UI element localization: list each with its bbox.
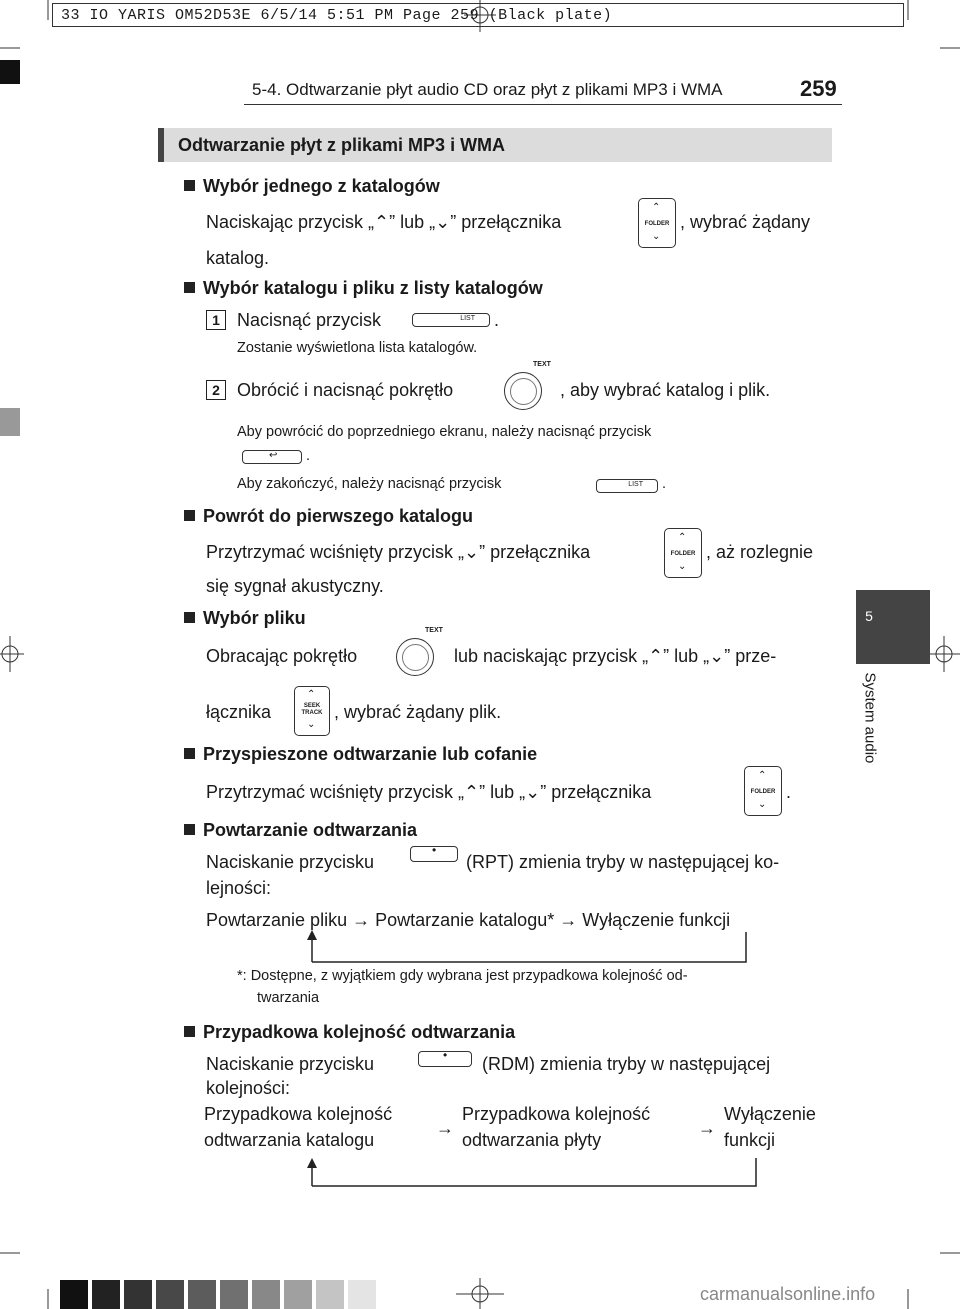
section-text: Naciskanie przycisku <box>206 1054 375 1074</box>
chevron-up-icon: ⌃ <box>374 212 390 232</box>
section-title: Wybór jednego z katalogów <box>184 176 440 197</box>
section-text: , wybrać żądany <box>680 212 811 232</box>
section-text: Przytrzymać wciśnięty przycisk „⌃” lub „… <box>206 782 652 802</box>
step-text: . <box>494 310 500 330</box>
back-button-icon: ↩ <box>242 450 302 464</box>
print-slug: 33 IO YARIS OM52D53E 6/5/14 5:51 PM Page… <box>52 3 904 27</box>
section-banner: Odtwarzanie płyt z plikami MP3 i WMA <box>158 128 832 162</box>
section-text: kolejności: <box>206 1078 291 1098</box>
section-text: Naciskając przycisk „⌃” lub „⌄” przełącz… <box>206 212 562 232</box>
list-button-icon: LIST <box>596 479 658 493</box>
step-note: . <box>306 448 311 464</box>
flow-text: Wyłączenie <box>724 1104 816 1124</box>
watermark: carmanualsonline.info <box>700 1284 876 1304</box>
chevron-down-icon: ⌄ <box>464 542 480 562</box>
footnote: *: Dostępne, z wyjątkiem gdy wybrana jes… <box>237 968 688 984</box>
loop-arrow <box>307 1158 757 1187</box>
page-header-title: 5-4. Odtwarzanie płyt audio CD oraz płyt… <box>252 80 723 99</box>
section-title: Wybór katalogu i pliku z listy katalogów <box>184 278 543 299</box>
flow-text: odtwarzania katalogu <box>204 1130 375 1150</box>
section-text: się sygnał akustyczny. <box>206 576 384 596</box>
flow-text: Przypadkowa kolejność <box>204 1104 393 1124</box>
section-text: , wybrać żądany plik. <box>334 702 502 722</box>
section-text: Przytrzymać wciśnięty przycisk „⌄” przeł… <box>206 542 591 562</box>
page-number: 259 <box>800 76 837 101</box>
section-title: Powtarzanie odtwarzania <box>184 820 417 841</box>
section-text: (RPT) zmienia tryby w następującej ko- <box>466 852 780 872</box>
section-text: łącznika <box>206 702 272 722</box>
corner-mark <box>0 60 20 84</box>
color-calibration-bar <box>60 1280 376 1309</box>
arrow-right-icon: → <box>352 910 371 930</box>
arrow-right-icon: → <box>698 1118 716 1138</box>
chevron-up-icon: ⌃ <box>648 646 664 666</box>
step-text: , aby wybrać katalog i plik. <box>560 380 771 400</box>
chevron-down-icon: ⌄ <box>525 782 541 802</box>
section-text: lub naciskając przycisk „⌃” lub „⌄” prze… <box>454 646 777 666</box>
banner-title: Odtwarzanie płyt z plikami MP3 i WMA <box>178 135 506 155</box>
folder-switch-icon: ⌃ FOLDER ⌄ <box>638 198 676 248</box>
section-title: Przypadkowa kolejność odtwarzania <box>184 1022 515 1043</box>
step-note: Aby zakończyć, należy nacisnąć przycisk <box>237 476 502 492</box>
preset-button-icon: • <box>410 843 458 862</box>
side-mark <box>0 408 20 436</box>
footnote: twarzania <box>257 990 320 1006</box>
chapter-tab: 5 <box>856 590 930 664</box>
section-title: Przyspieszone odtwarzanie lub cofanie <box>184 744 537 765</box>
step-note: Aby powrócić do poprzedniego ekranu, nal… <box>237 424 652 440</box>
chapter-number: 5 <box>865 608 873 624</box>
step-number: 1 <box>206 310 226 330</box>
text-knob-icon: TEXT <box>504 361 551 410</box>
flow-text: Powtarzanie pliku → Powtarzanie katalogu… <box>206 910 731 930</box>
section-text: lejności: <box>206 878 272 898</box>
chapter-label: System audio <box>861 672 879 764</box>
section-title: Wybór pliku <box>184 608 306 629</box>
flow-text: funkcji <box>724 1130 776 1150</box>
preset-button-icon: • <box>418 1048 472 1067</box>
step-text: Obrócić i nacisnąć pokrętło <box>237 380 454 400</box>
section-title: Powrót do pierwszego katalogu <box>184 506 473 527</box>
list-button-icon: LIST <box>412 313 490 327</box>
step-number: 2 <box>206 380 226 400</box>
chevron-up-icon: ⌃ <box>464 782 480 802</box>
folder-switch-icon: ⌃ FOLDER ⌄ <box>664 528 702 578</box>
section-text: , aż rozlegnie <box>706 542 814 562</box>
chapter-label-wrap: System audio <box>858 670 882 790</box>
chevron-down-icon: ⌄ <box>435 212 451 232</box>
loop-arrow <box>307 930 747 963</box>
section-text: Naciskanie przycisku <box>206 852 375 872</box>
section-text: Obracając pokrętło <box>206 646 358 666</box>
step-note: Zostanie wyświetlona lista katalogów. <box>237 340 478 356</box>
folder-switch-icon: ⌃ FOLDER ⌄ <box>744 766 782 816</box>
flow-text: Przypadkowa kolejność <box>462 1104 651 1124</box>
step-note: . <box>662 476 667 492</box>
section-text: (RDM) zmienia tryby w następującej <box>482 1054 771 1074</box>
text-knob-icon: TEXT <box>396 627 443 676</box>
arrow-right-icon: → <box>436 1118 454 1138</box>
step-text: Nacisnąć przycisk <box>237 310 382 330</box>
section-text: . <box>786 782 792 802</box>
header-rule <box>244 104 842 105</box>
arrow-right-icon: → <box>559 910 578 930</box>
section-text: katalog. <box>206 248 270 268</box>
chevron-down-icon: ⌄ <box>709 646 725 666</box>
flow-text: odtwarzania płyty <box>462 1130 602 1150</box>
